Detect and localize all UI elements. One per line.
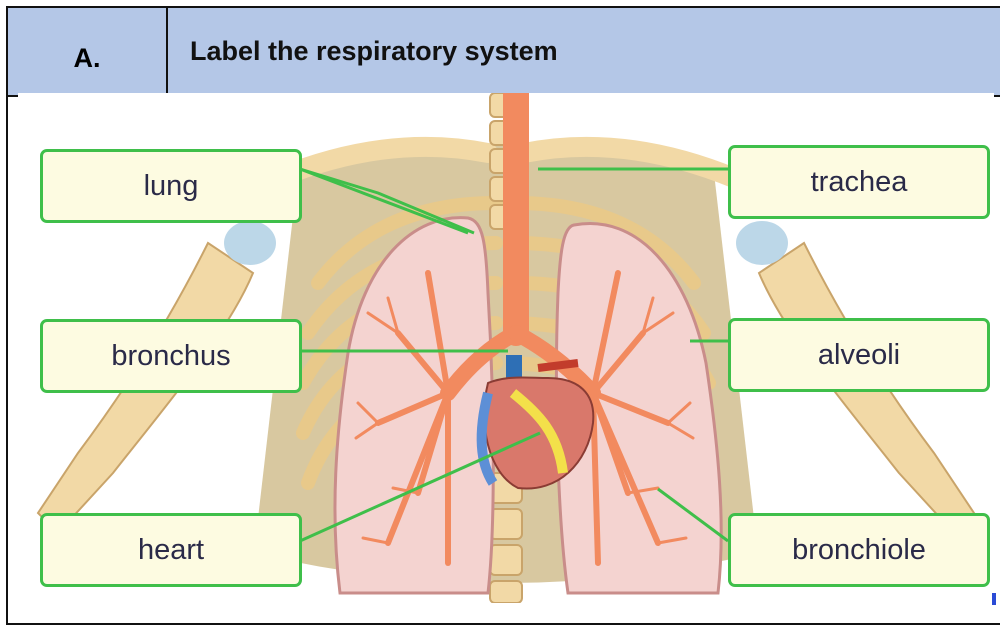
- respiratory-diagram: lung trachea bronchus alveoli heart bron…: [18, 93, 994, 603]
- cursor-mark: [992, 593, 996, 605]
- label-heart[interactable]: heart: [40, 513, 302, 587]
- label-alveoli[interactable]: alveoli: [728, 318, 990, 392]
- section-letter: A.: [8, 8, 168, 95]
- label-lung[interactable]: lung: [40, 149, 302, 223]
- label-trachea[interactable]: trachea: [728, 145, 990, 219]
- label-bronchiole[interactable]: bronchiole: [728, 513, 990, 587]
- label-bronchus[interactable]: bronchus: [40, 319, 302, 393]
- header-row: A. Label the respiratory system: [8, 8, 1000, 97]
- section-title: Label the respiratory system: [190, 8, 558, 95]
